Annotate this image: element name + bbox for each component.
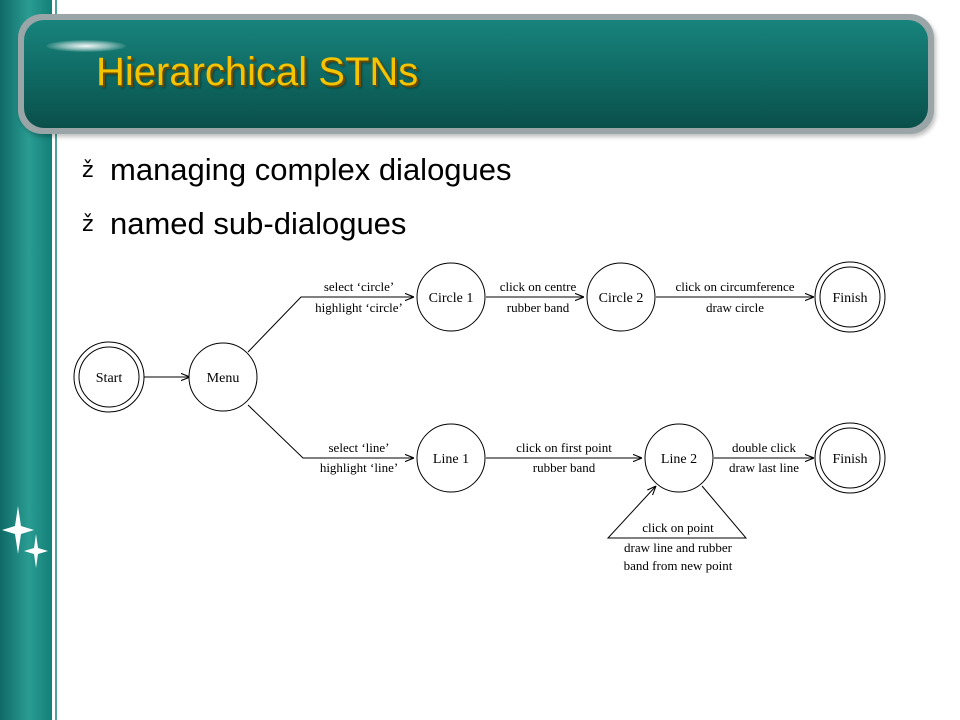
sparkle-icon — [2, 506, 48, 568]
title-bar-inner — [24, 20, 928, 128]
transition-circle1-circle2: click on centre rubber band — [486, 279, 584, 315]
state-line2: Line 2 — [644, 423, 714, 493]
action-label: draw line and rubber — [624, 540, 733, 555]
bullet-z-icon: ž — [82, 212, 94, 237]
state-label: Finish — [832, 452, 867, 467]
bullet-item-1: ž managing complex dialogues — [82, 152, 512, 188]
action-label: draw last line — [729, 460, 799, 475]
transition-circle2-finish: click on circumference draw circle — [656, 279, 814, 315]
bullet-item-2: ž named sub-dialogues — [82, 206, 406, 242]
transition-line2-finish: double click draw last line — [714, 440, 814, 475]
transition-menu-line1: select ‘line’ highlight ‘line’ — [247, 404, 414, 475]
stn-diagram: select ‘circle’ highlight ‘circle’ click… — [73, 261, 886, 573]
event-label: click on circumference — [675, 279, 794, 294]
event-label: select ‘line’ — [329, 440, 390, 455]
state-label: Circle 1 — [429, 291, 474, 306]
bullet-text-2: named sub-dialogues — [110, 206, 407, 241]
event-label: click on point — [642, 520, 714, 535]
state-line1: Line 1 — [416, 423, 486, 493]
state-start: Start — [73, 341, 145, 413]
sidebar-divider — [55, 0, 57, 720]
action-label: rubber band — [507, 300, 570, 315]
bullet-text-1: managing complex dialogues — [110, 152, 512, 187]
action-label: highlight ‘line’ — [320, 460, 398, 475]
title-bar — [18, 14, 934, 134]
transition-menu-circle1: select ‘circle’ highlight ‘circle’ — [247, 279, 414, 353]
event-label: double click — [732, 440, 796, 455]
event-label: click on first point — [516, 440, 612, 455]
state-label: Finish — [832, 291, 867, 306]
state-label: Line 2 — [661, 452, 697, 467]
state-label: Circle 2 — [599, 291, 644, 306]
event-label: click on centre — [500, 279, 577, 294]
page-title: Hierarchical STNs — [96, 50, 419, 94]
action-label-continued: band from new point — [624, 558, 733, 573]
transition-line1-line2: click on first point rubber band — [486, 440, 642, 475]
state-finish-circle: Finish — [814, 261, 886, 333]
action-label: draw circle — [706, 300, 764, 315]
state-finish-line: Finish — [814, 422, 886, 494]
transition-line2-loop: click on point draw line and rubber band… — [606, 486, 748, 573]
action-label: highlight ‘circle’ — [315, 300, 403, 315]
title-glint — [46, 40, 126, 52]
action-label: rubber band — [533, 460, 596, 475]
state-label: Menu — [207, 371, 240, 386]
state-circle2: Circle 2 — [586, 262, 656, 332]
event-label: select ‘circle’ — [324, 279, 394, 294]
state-label: Line 1 — [433, 452, 469, 467]
bullet-z-icon: ž — [82, 158, 94, 183]
state-label: Start — [96, 371, 123, 386]
state-menu: Menu — [188, 342, 258, 412]
state-circle1: Circle 1 — [416, 262, 486, 332]
